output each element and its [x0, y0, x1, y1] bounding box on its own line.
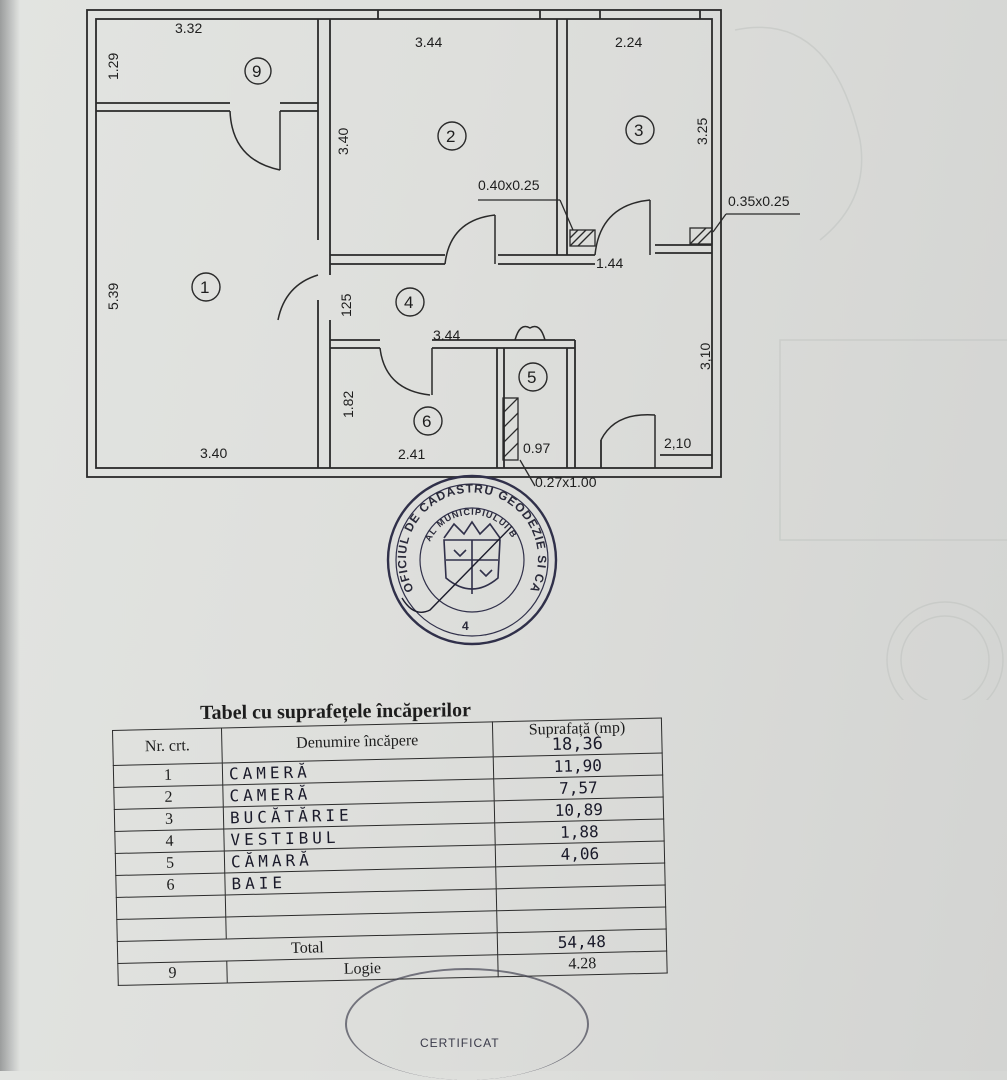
- room-marker-4: [395, 287, 425, 317]
- dim-column-b: 0.35x0.25: [728, 193, 790, 209]
- row-nr: 6: [115, 872, 226, 898]
- dim-3-32: 3.32: [175, 20, 202, 36]
- door-loggia: [229, 110, 281, 171]
- room-num-1: 1: [200, 278, 209, 297]
- dim-1-44: 1.44: [596, 255, 623, 271]
- dim-2-10: 2,10: [664, 435, 691, 451]
- room-num-2: 2: [446, 127, 455, 146]
- row-nr: 1: [113, 763, 223, 788]
- room-marker-2: [437, 121, 467, 151]
- row-nr: 2: [113, 785, 224, 810]
- dim-2-41: 2.41: [398, 446, 425, 462]
- floor-plan: 9 2 3 1 4 5 6 3.32 1.29 3.44 2.24 3.40 3…: [86, 9, 1007, 700]
- dim-column-c: 0.27x1.00: [535, 474, 597, 490]
- stamp-number: 4: [462, 619, 470, 633]
- structural-columns: [478, 199, 800, 487]
- dim-1-82: 1.82: [340, 391, 356, 418]
- row-nr: 5: [115, 850, 225, 876]
- room-num-3: 3: [634, 121, 643, 140]
- dim-3-25: 3.25: [694, 118, 710, 145]
- door-room-5: [514, 325, 546, 341]
- room-marker-5: [518, 362, 548, 392]
- dim-3-44-top: 3.44: [415, 34, 442, 50]
- door-room-2: [444, 214, 496, 265]
- room-marker-1: [191, 272, 221, 302]
- rooms-area-table: Nr. crt. Denumire încăpere Suprafață (mp…: [112, 718, 668, 986]
- room-num-4: 4: [404, 293, 413, 312]
- dim-3-40-bottom: 3.40: [200, 445, 227, 461]
- dim-125: 125: [338, 293, 354, 317]
- room-marker-9: [244, 57, 272, 85]
- door-room-6: [379, 347, 431, 396]
- door-room-3: [594, 199, 651, 256]
- dim-3-40-vertical: 3.40: [335, 128, 351, 155]
- dim-2-24: 2.24: [615, 34, 642, 50]
- room-marker-3: [625, 115, 655, 145]
- door-room-1: [277, 274, 319, 321]
- col-header-area: Suprafață (mp) 18,36: [492, 718, 663, 757]
- dim-1-29: 1.29: [105, 53, 121, 80]
- cadastre-stamp: OFICIUL DE CADASTRU GEODEZIE SI CARTOGRA…: [386, 474, 558, 646]
- room-num-9: 9: [252, 62, 261, 81]
- dim-3-10: 3,10: [697, 343, 713, 370]
- room-markers: [191, 57, 655, 436]
- room-marker-6: [413, 406, 443, 436]
- certificate-text: CERTIFICAT: [420, 1036, 500, 1050]
- row-nr: 3: [114, 806, 224, 832]
- coat-of-arms-icon: [443, 520, 501, 594]
- dim-0-97: 0.97: [523, 440, 550, 456]
- room-numbers: 9 2 3 1 4 5 6: [200, 62, 643, 431]
- room-num-6: 6: [422, 412, 431, 431]
- walls: [86, 9, 722, 478]
- room-num-5: 5: [527, 368, 536, 387]
- dim-column-a: 0.40x0.25: [478, 177, 540, 193]
- door-swings: [229, 110, 656, 468]
- door-entrance: [600, 413, 656, 441]
- signature-stroke: [401, 525, 513, 613]
- loggia-nr: 9: [117, 960, 228, 986]
- faint-background-marks: [734, 26, 1007, 700]
- loggia-value: 4.28: [497, 950, 668, 977]
- dim-3-44-mid: 3.44: [433, 327, 460, 343]
- area-value-header: 18,36: [551, 733, 604, 756]
- dimension-labels: 3.32 1.29 3.44 2.24 3.40 3.25 0.40x0.25 …: [105, 20, 790, 490]
- page-binding-edge: [0, 0, 20, 1071]
- certificate-stamp-fragment: [345, 968, 589, 1080]
- row-nr: 4: [114, 828, 225, 854]
- dim-5-39: 5.39: [105, 283, 121, 310]
- col-header-nr: Nr. crt.: [112, 728, 223, 766]
